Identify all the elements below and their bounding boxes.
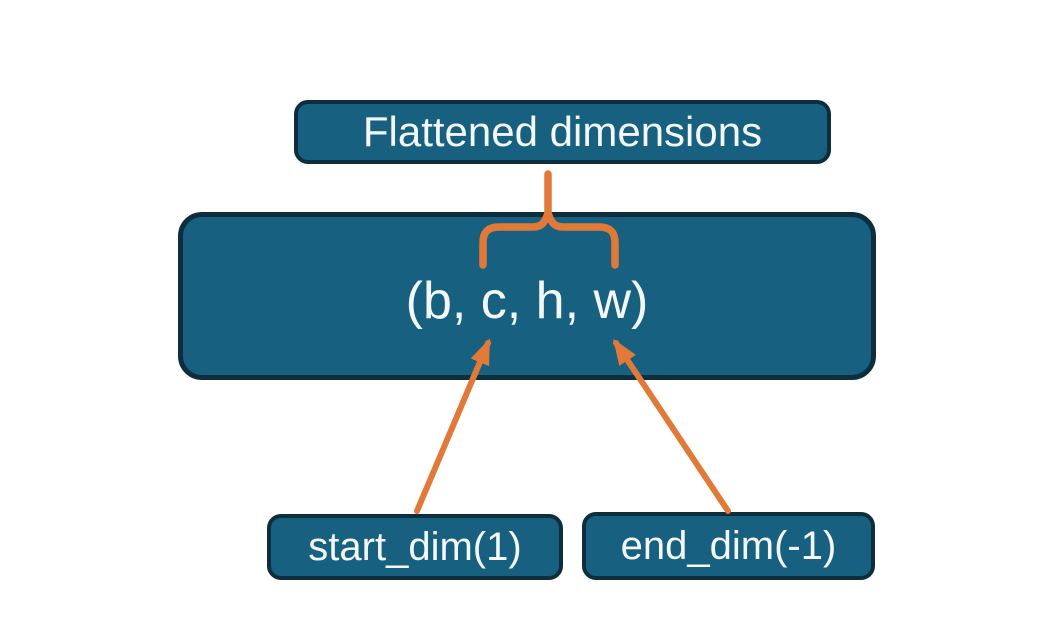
start-dim-box: start_dim(1) <box>267 514 563 580</box>
tensor-shape-box: (b, c, h, w) <box>178 212 876 380</box>
start-dim-label: start_dim(1) <box>308 524 522 569</box>
end-dim-box: end_dim(-1) <box>582 512 875 580</box>
tensor-shape-label: (b, c, h, w) <box>405 272 649 330</box>
flattened-dimensions-box: Flattened dimensions <box>294 100 831 164</box>
flattened-dimensions-label: Flattened dimensions <box>362 108 763 155</box>
end-dim-label: end_dim(-1) <box>620 523 837 568</box>
